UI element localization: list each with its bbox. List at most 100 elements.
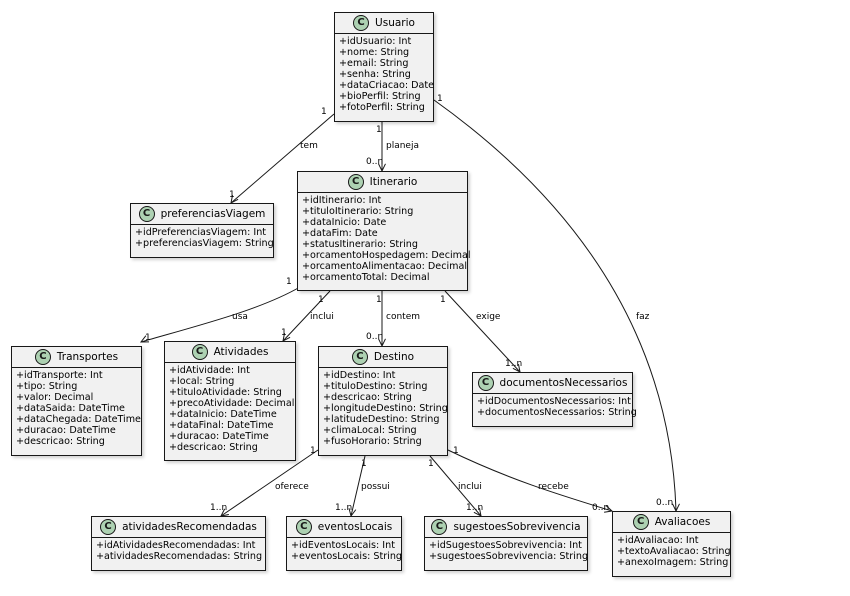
class-name: Destino: [373, 351, 415, 363]
class-attribute: +descricao: String: [169, 442, 258, 453]
class-avaliacoes[interactable]: C Avaliacoes +idAvaliacao: Int+textoAvalia…: [612, 511, 731, 577]
multiplicity-target: 1: [145, 333, 151, 343]
multiplicity-target: 1..n: [210, 503, 228, 513]
class-header: C Destino: [319, 347, 447, 368]
class-attribute: +orcamentoHospedagem: Decimal: [302, 250, 471, 261]
class-stereotype-icon: C: [477, 375, 494, 391]
relation-label: possui: [361, 482, 390, 492]
class-attribute: +duracao: DateTime: [169, 431, 269, 442]
association-line-inclui1: [282, 290, 331, 342]
class-attribute: +orcamentoAlimentacao: Decimal: [302, 261, 468, 272]
class-attribute: +dataChegada: DateTime: [16, 414, 141, 425]
class-attribute: +preferenciasViagem: String: [135, 238, 274, 249]
association-line-recebe: [447, 449, 613, 512]
class-attribute: +dataInicio: DateTime: [169, 409, 277, 420]
multiplicity-source: 1: [318, 295, 324, 305]
class-destino[interactable]: C Destino +idDestino: Int+tituloDestino: S…: [318, 346, 448, 456]
class-attribute: +dataFinal: DateTime: [169, 420, 274, 431]
multiplicity-source: 1: [428, 459, 434, 469]
class-attributes: +idEventosLocais: Int+eventosLocais: Str…: [287, 538, 403, 562]
class-usuario[interactable]: C Usuario +idUsuario: Int+nome: String+ema…: [334, 12, 434, 122]
class-attribute: +anexoImagem: String: [617, 557, 729, 568]
multiplicity-target: 1..n: [505, 359, 523, 369]
multiplicity-source: 1: [440, 295, 446, 305]
class-attribute: +documentosNecessarios: String: [477, 407, 637, 418]
class-attribute: +atividadesRecomendadas: String: [96, 551, 263, 562]
class-attributes: +idUsuario: Int+nome: String+email: Stri…: [335, 34, 435, 113]
class-attribute: +climaLocal: String: [323, 425, 417, 436]
class-attribute: +tituloDestino: String: [323, 381, 428, 392]
multiplicity-source: 1: [437, 94, 443, 104]
class-attribute: +eventosLocais: String: [291, 551, 403, 562]
multiplicity-source: 1: [310, 446, 316, 456]
relation-label: recebe: [538, 482, 569, 492]
multiplicity-source: 1: [376, 295, 382, 305]
class-name: documentosNecessarios: [499, 377, 628, 389]
multiplicity-source: 1: [286, 277, 292, 287]
class-name: sugestoesSobrevivencia: [453, 521, 581, 533]
class-attribute: +idItinerario: Int: [302, 195, 382, 206]
class-stereotype-icon: C: [138, 206, 155, 222]
association-line-possui: [350, 455, 366, 517]
class-stereotype-icon: C: [632, 514, 649, 530]
class-attribute: +longitudeDestino: String: [323, 403, 448, 414]
class-attribute: +bioPerfil: String: [339, 91, 421, 102]
multiplicity-target: 0..n: [656, 498, 674, 508]
relation-label: faz: [636, 312, 650, 322]
relation-label: contem: [386, 312, 420, 322]
class-name: preferenciasViagem: [160, 208, 266, 220]
class-name: Atividades: [213, 346, 269, 358]
class-attribute: +idUsuario: Int: [339, 36, 412, 47]
class-attributes: +idAvaliacao: Int+textoAvaliacao: String…: [613, 533, 731, 568]
class-attribute: +idDocumentosNecessarios: Int: [477, 396, 631, 407]
class-stereotype-icon: C: [431, 519, 448, 535]
association-line-usa: [140, 286, 301, 343]
relation-label: exige: [476, 312, 501, 322]
multiplicity-target: 0..n: [366, 332, 384, 342]
class-attribute: +dataFim: Date: [302, 228, 378, 239]
class-header: C Avaliacoes: [613, 512, 730, 533]
class-stereotype-icon: C: [353, 15, 370, 31]
relation-label: tem: [300, 141, 318, 151]
multiplicity-target: 0..n: [366, 157, 384, 167]
class-attribute: +idAtividadesRecomendadas: Int: [96, 540, 256, 551]
class-attributes: +idTransporte: Int+tipo: String+valor: D…: [12, 368, 141, 447]
class-attribute: +idAtividade: Int: [169, 365, 250, 376]
multiplicity-source: 1: [376, 125, 382, 135]
multiplicity-target: 1: [281, 328, 287, 338]
class-attribute: +descricao: String: [16, 436, 105, 447]
class-stereotype-icon: C: [34, 349, 51, 365]
class-attribute: +dataCriacao: Date: [339, 80, 435, 91]
class-attribute: +duracao: DateTime: [16, 425, 116, 436]
class-attribute: +idDestino: Int: [323, 370, 396, 381]
class-attribute: +statusItinerario: String: [302, 239, 418, 250]
class-attribute: +email: String: [339, 58, 409, 69]
class-attributes: +idAtividade: Int+local: String+tituloAt…: [165, 363, 295, 453]
class-attribute: +senha: String: [339, 69, 411, 80]
association-line-oferece: [220, 449, 319, 517]
class-attribute: +idEventosLocais: Int: [291, 540, 395, 551]
class-attribute: +descricao: String: [323, 392, 412, 403]
class-name: Usuario: [375, 17, 415, 29]
class-name: Avaliacoes: [654, 516, 711, 528]
class-attribute: +sugestoesSobrevivencia: String: [429, 551, 589, 562]
multiplicity-target: 0..n: [592, 503, 610, 513]
class-stereotype-icon: C: [351, 349, 368, 365]
class-stereotype-icon: C: [347, 174, 364, 190]
association-line-inclui2: [429, 455, 482, 517]
class-attribute: +idSugestoesSobrevivencia: Int: [429, 540, 582, 551]
class-attribute: +tipo: String: [16, 381, 78, 392]
